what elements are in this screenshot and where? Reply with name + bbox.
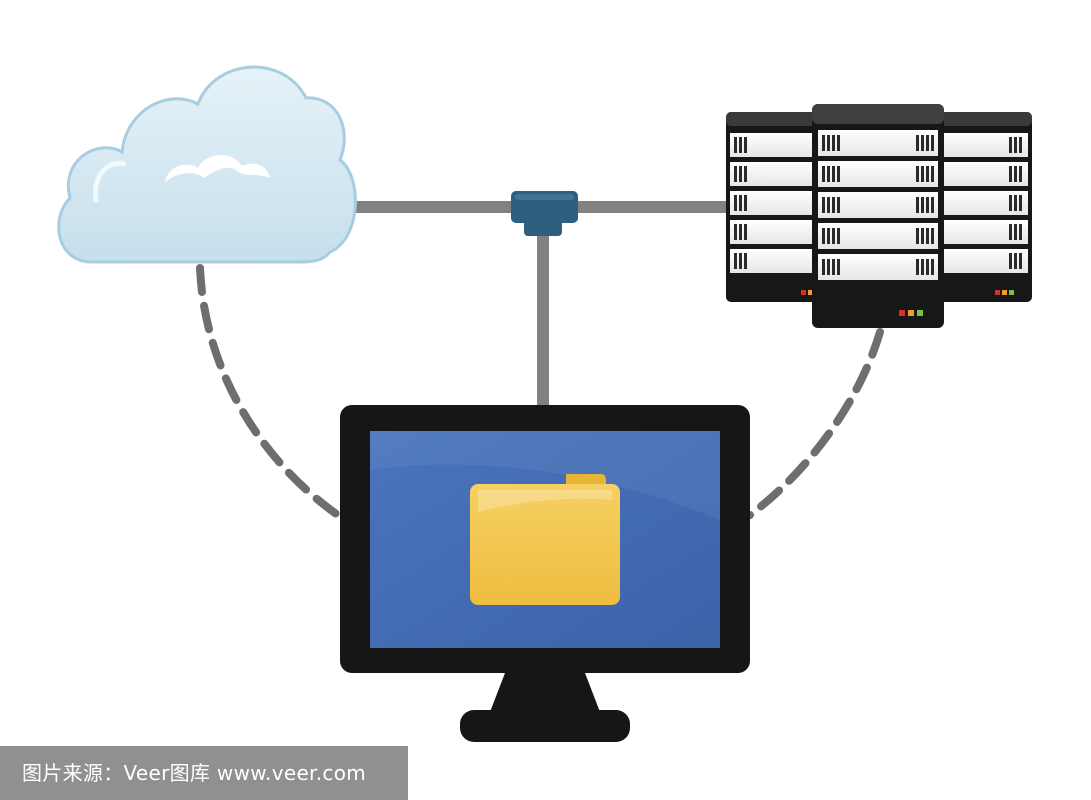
dashed-link-cloud-monitor xyxy=(196,264,349,524)
dashed-link-server-monitor xyxy=(746,328,884,519)
monitor-neck xyxy=(490,673,600,712)
monitor-base xyxy=(460,710,630,742)
server-right xyxy=(936,112,1032,302)
server-rack-icon xyxy=(726,104,1032,328)
server-center xyxy=(812,104,944,328)
folder-icon xyxy=(470,474,620,605)
junction-icon xyxy=(511,191,578,236)
server-left xyxy=(726,112,824,302)
cloud-icon xyxy=(57,65,357,264)
watermark-caption: 图片来源：Veer图库 www.veer.com xyxy=(0,746,408,800)
